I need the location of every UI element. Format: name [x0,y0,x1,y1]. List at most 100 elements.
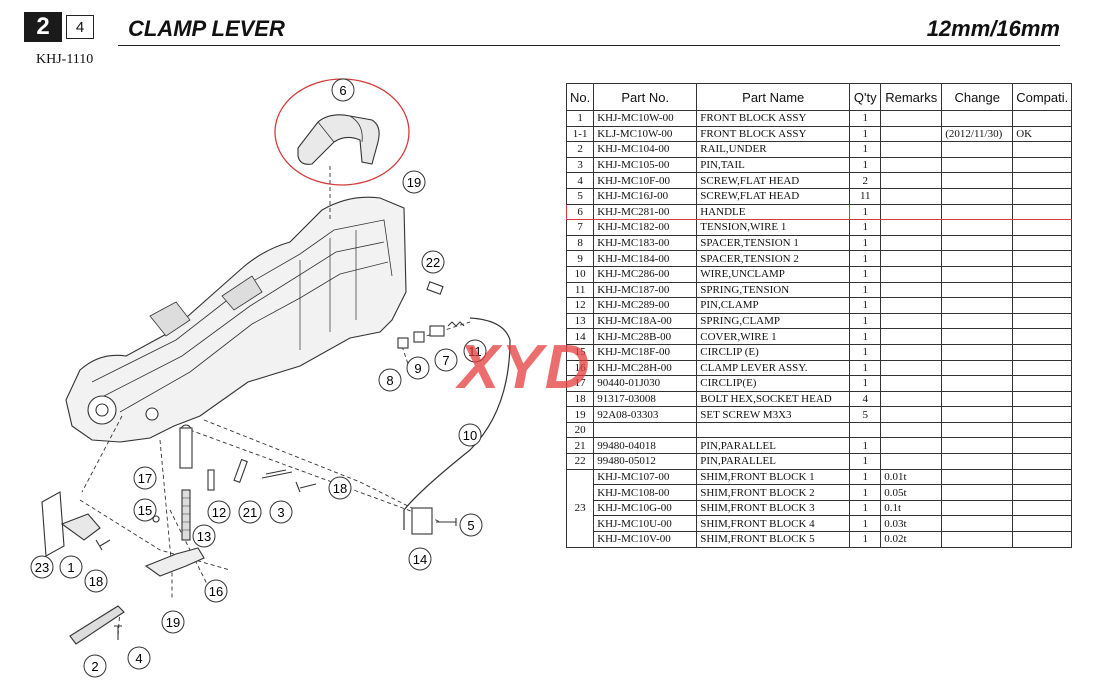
cell-name: SPRING,CLAMP [696,312,851,330]
cell-remarks: 0.02t [880,531,943,548]
cell-part: KHJ-MC104-00 [593,141,698,158]
cell-part: 99480-04018 [593,437,698,455]
spring-11 [447,321,465,327]
cell-change [941,421,1014,439]
front-block-1 [60,513,101,541]
cell-compat [1012,421,1073,439]
cell-change [941,406,1014,423]
cell-qty: 1 [849,250,882,267]
cell-remarks [880,390,943,408]
cell-part: 92A08-03303 [593,406,698,423]
cell-no: 7 [565,219,595,236]
callout-2: 2 [83,654,107,678]
cell-qty: 1 [849,437,882,455]
cell-qty: 1 [849,343,882,361]
cell-remarks [880,359,943,377]
cell-change: (2012/11/30) [941,125,1014,143]
cell-change [941,359,1014,377]
svg-text:23: 23 [35,560,49,575]
cell-part: 99480-05012 [593,453,698,470]
cell-name: SHIM,FRONT BLOCK 5 [696,531,851,548]
cell-compat [1012,453,1073,470]
cell-qty: 1 [849,234,882,252]
cell-remarks [880,297,943,314]
cell-change [941,312,1014,330]
svg-text:16: 16 [209,584,223,599]
svg-text:22: 22 [426,255,440,270]
callout-19b: 19 [161,610,185,634]
callout-14: 14 [408,547,432,571]
cell-part: KHJ-MC184-00 [593,250,698,267]
cell-change [941,328,1014,345]
callout-21: 21 [238,500,262,524]
callout-7: 7 [434,348,458,372]
cell-compat [1012,406,1073,423]
cell-no: 8 [565,234,595,252]
cell-change [941,250,1014,267]
unclamp-wire [403,317,511,530]
svg-text:14: 14 [413,552,427,567]
svg-text:21: 21 [243,505,257,520]
svg-text:19: 19 [166,615,180,630]
svg-text:5: 5 [467,518,474,533]
svg-text:1: 1 [67,560,74,575]
cell-remarks: 0.05t [880,484,943,501]
table-header-row: No. Part No. Part Name Q'ty Remarks Chan… [565,83,1073,111]
cell-part: 90440-01J030 [593,375,698,392]
cell-remarks [880,219,943,236]
exploded-diagram: 6 19 22 8 9 7 11 10 17 15 13 12 21 3 18 … [30,78,511,678]
cell-compat [1012,250,1073,267]
cell-compat [1012,234,1073,252]
cell-remarks [880,312,943,330]
cell-compat [1012,390,1073,408]
cell-remarks [880,172,943,189]
page-title: CLAMP LEVER [128,16,285,41]
cell-part: KHJ-MC187-00 [593,281,698,299]
spring-13 [181,489,191,541]
cell-qty: 1 [849,110,882,127]
cell-change [941,156,1014,174]
col-remarks: Remarks [880,83,943,111]
cell-qty: 1 [849,499,882,517]
cell-no: 6 [565,203,595,221]
spacer-8 [397,337,409,349]
cell-no: 4 [565,172,595,189]
cell-compat [1012,141,1073,158]
cell-name: WIRE,UNCLAMP [696,265,851,283]
cover-14 [411,507,433,535]
callout-17: 17 [133,466,157,490]
callout-10: 10 [458,423,482,447]
cell-name: SCREW,FLAT HEAD [696,172,851,189]
cell-qty: 1 [849,484,882,501]
callout-16: 16 [204,579,228,603]
cell-qty: 1 [849,141,882,158]
cell-qty: 4 [849,390,882,408]
col-part-no: Part No. [593,83,698,111]
cell-change [941,297,1014,314]
cell-qty: 1 [849,468,882,486]
cell-change [941,219,1014,236]
cell-part: KHJ-MC289-00 [593,297,698,314]
cell-name: PIN,PARALLEL [696,453,851,470]
cell-part [593,421,698,439]
cell-part: KLJ-MC10W-00 [593,125,698,143]
cell-part: KHJ-MC10G-00 [593,499,698,517]
cell-no: 9 [565,250,595,267]
svg-text:12: 12 [212,505,226,520]
callout-23: 23 [30,555,54,579]
cell-name: SPACER,TENSION 1 [696,234,851,252]
cell-part: KHJ-MC182-00 [593,219,698,236]
